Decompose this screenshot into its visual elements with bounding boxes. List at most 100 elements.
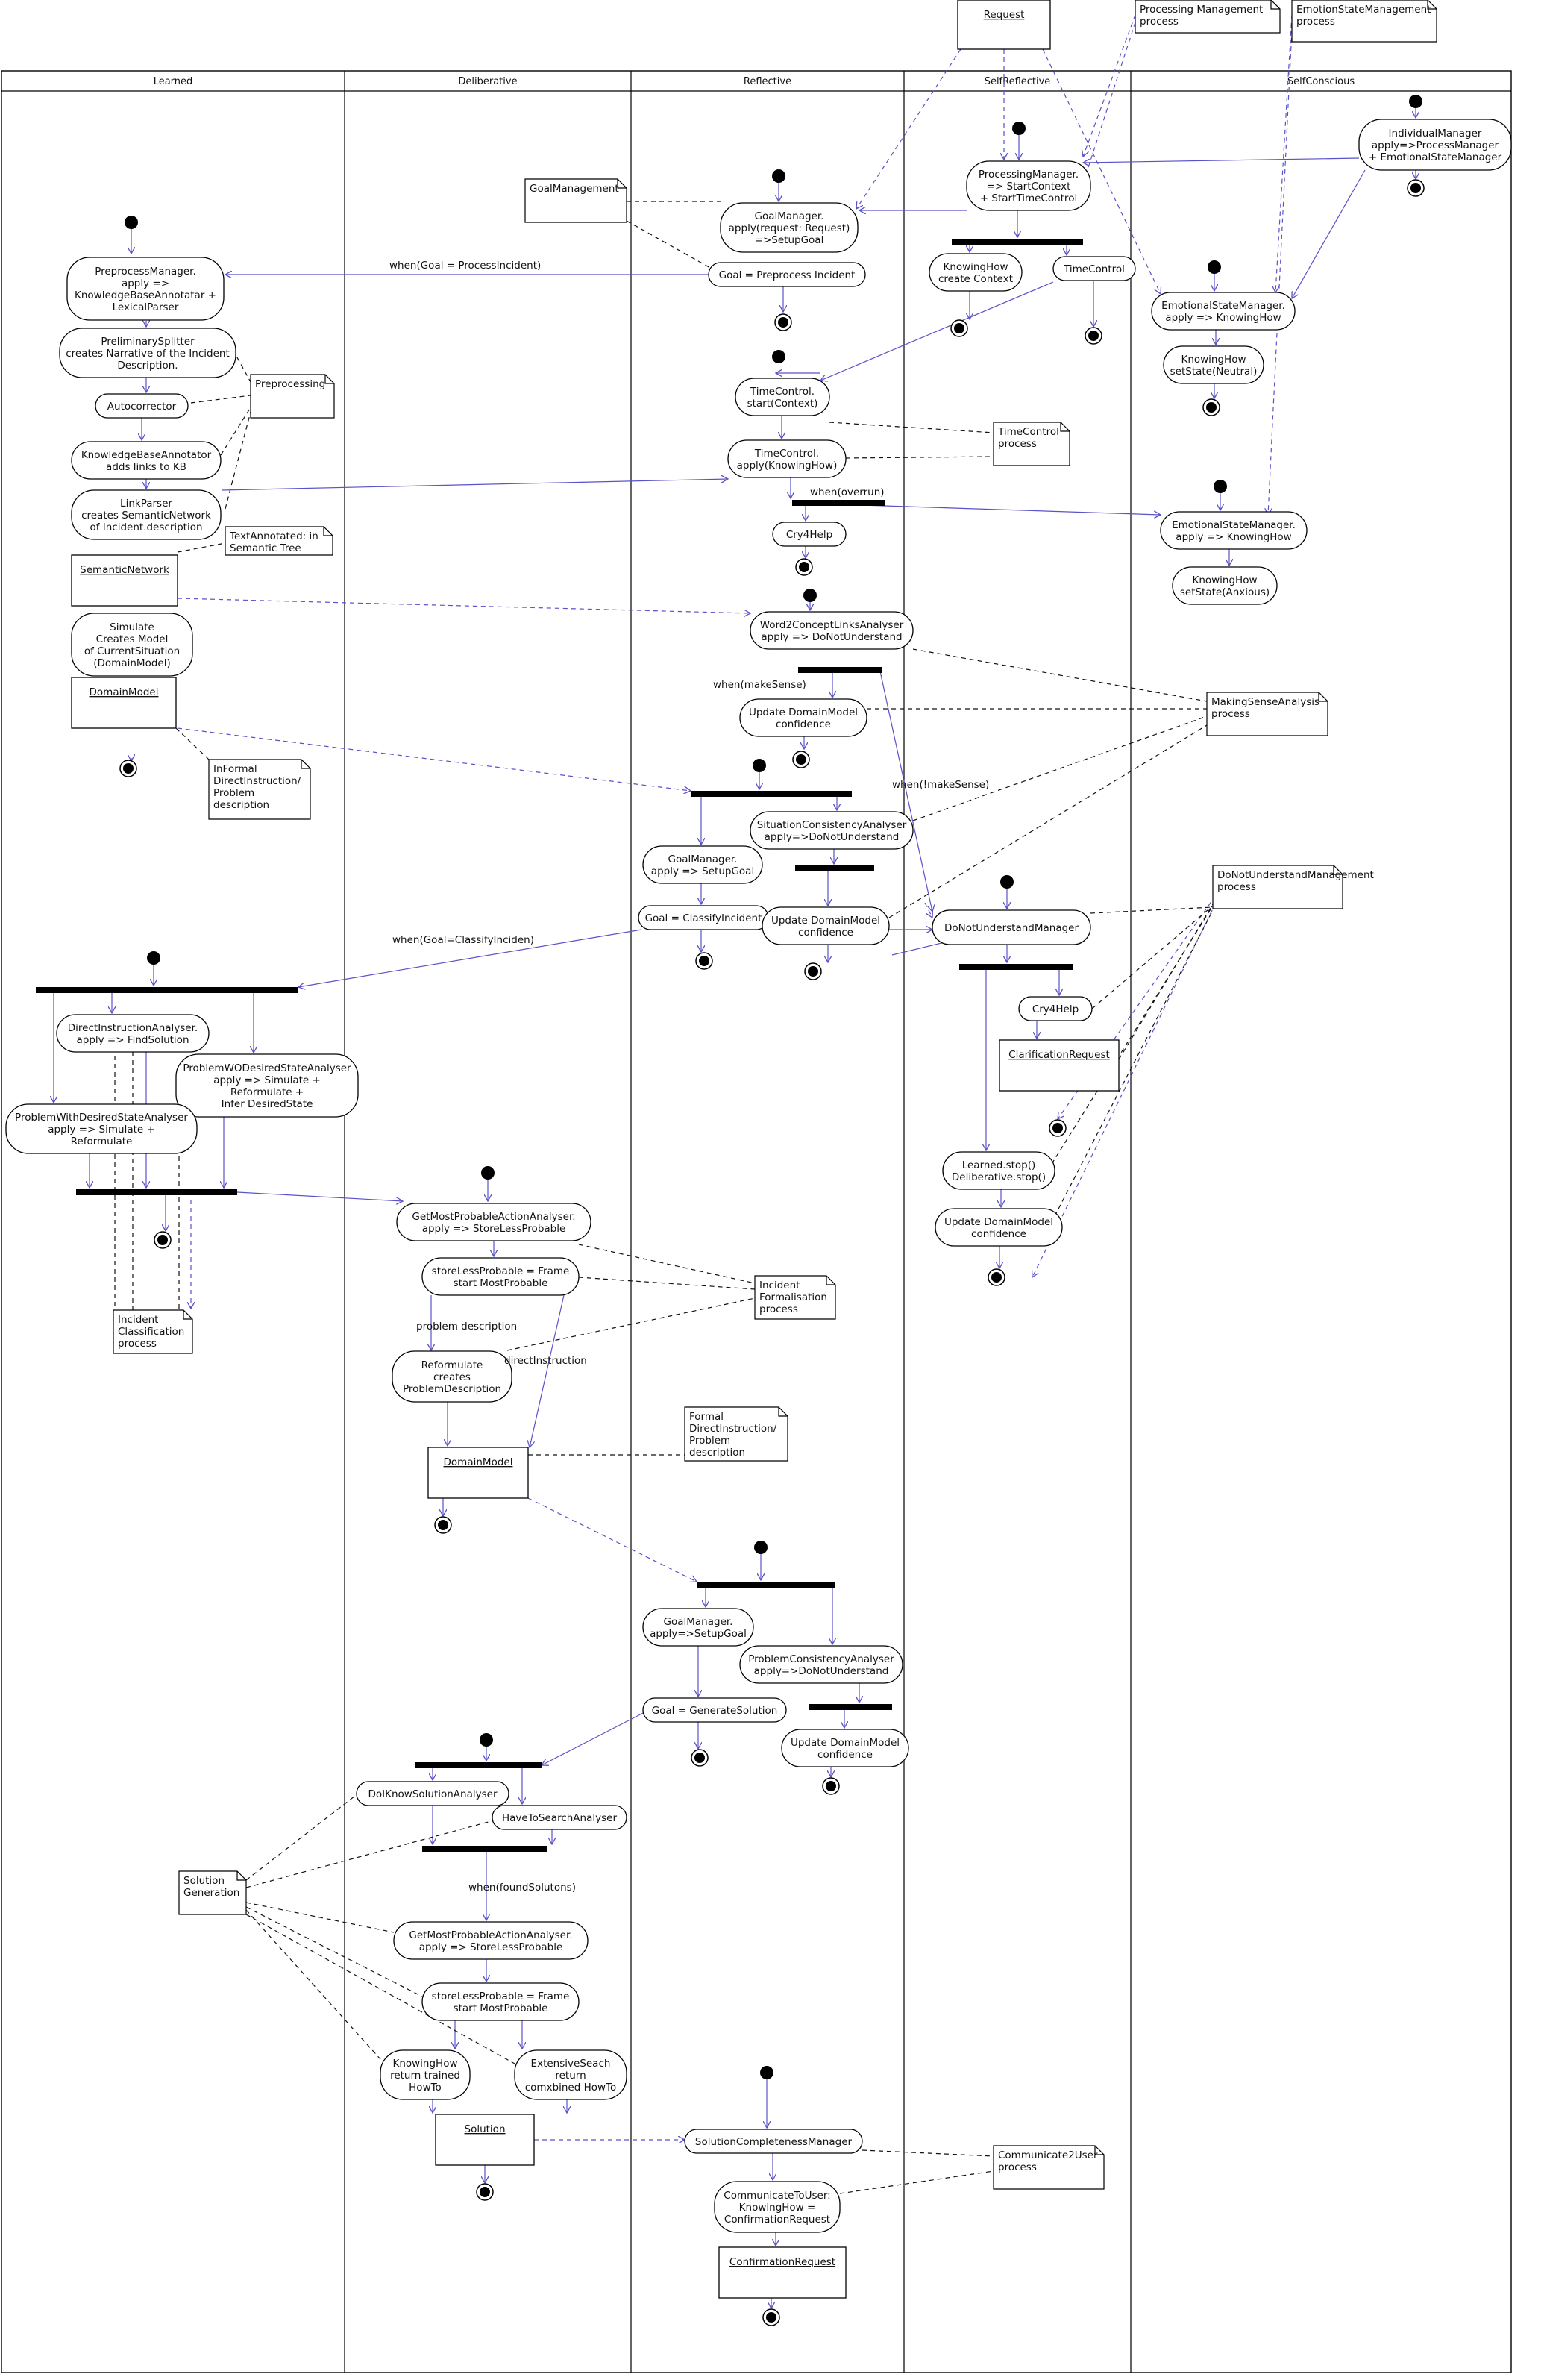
note-link-edge — [245, 1902, 395, 1933]
activity-shape — [642, 845, 763, 884]
activity-label: LinkParser — [120, 498, 172, 510]
end-node-dot — [808, 966, 818, 977]
note-label: Communicate2User — [998, 2149, 1098, 2161]
start-node — [772, 169, 785, 183]
control-flow-edge — [879, 671, 932, 912]
activity-label: confidence — [776, 718, 831, 730]
activity-shape — [95, 393, 189, 419]
activity-label: (DomainModel) — [93, 657, 170, 669]
note-label: Formalisation — [759, 1291, 827, 1303]
start-node — [481, 1166, 495, 1180]
activity-label: apply(KnowingHow) — [737, 460, 838, 472]
activity-label: apply=>DoNotUnderstand — [754, 1665, 889, 1677]
activity-label: creates Narrative of the Incident — [66, 348, 230, 360]
end-node — [774, 313, 792, 331]
activity-label: ProcessingManager. — [979, 169, 1079, 181]
diagram-frame — [1, 70, 1512, 2373]
activity-label: TimeControl — [1063, 263, 1125, 275]
end-node — [1407, 179, 1425, 197]
sync-bar — [697, 1582, 835, 1588]
activity-label: Goal = ClassifyIncident — [645, 912, 762, 924]
note-goal-management: GoalManagement — [524, 178, 627, 223]
activity-label: GetMostProbableActionAnalyser. — [412, 1211, 575, 1223]
note-link-edge — [506, 1297, 756, 1351]
lane-title-deliberative: Deliberative — [458, 76, 517, 87]
start-node — [480, 1733, 493, 1747]
activity-shape — [720, 202, 859, 253]
note-link-edge — [177, 542, 226, 553]
lane-title-selfconscious: SelfConscious — [1287, 76, 1355, 87]
activity-label: setState(Anxious) — [1180, 586, 1270, 598]
object-flow-edge — [1042, 48, 1161, 294]
note-link-edge — [1090, 906, 1214, 914]
sync-bar — [422, 1846, 547, 1852]
activity-label: KnowingHow — [392, 2058, 457, 2070]
activity-shape — [929, 253, 1023, 292]
note-preprocessing: Preprocessing — [250, 374, 335, 419]
note-link-edge — [245, 1906, 423, 1997]
object-shape — [957, 0, 1051, 50]
end-node-dot — [1088, 331, 1099, 341]
activity-nodes: PreprocessManager.apply =>KnowledgeBaseA… — [5, 119, 1512, 2233]
activity-label: DoNotUnderstandManager — [944, 922, 1079, 934]
activity-label: SituationConsistencyAnalyser — [757, 819, 907, 831]
activity-shape — [1358, 119, 1512, 171]
sync-bar — [959, 964, 1073, 970]
note-link-edge — [839, 2170, 994, 2194]
activity-label: storeLessProbable = Frame — [432, 1991, 570, 2002]
activity-shape — [781, 1729, 909, 1767]
activity-have-to-search: HaveToSearchAnalyser — [492, 1805, 627, 1830]
object-flow-edge — [177, 598, 750, 613]
activity-shape — [735, 378, 830, 416]
end-node — [822, 1777, 840, 1795]
note-label: process — [759, 1303, 798, 1315]
activity-label: LexicalParser — [113, 301, 179, 313]
start-node — [1409, 95, 1422, 108]
note-label: Incident — [759, 1280, 800, 1291]
activity-label: Goal = GenerateSolution — [652, 1705, 778, 1717]
activity-solution-completeness: SolutionCompletenessManager — [684, 2129, 863, 2154]
activity-shape — [935, 1208, 1063, 1247]
note-shape — [993, 2145, 1105, 2190]
activity-cry4help-2: Cry4Help — [1018, 996, 1093, 1021]
activity-label: apply => FindSolution — [76, 1034, 189, 1046]
activity-timecontrol: TimeControl — [1052, 256, 1136, 281]
activity-label: Deliberative.stop() — [952, 1171, 1046, 1183]
note-label: Classification — [118, 1326, 184, 1338]
note-label: GoalManagement — [530, 183, 619, 195]
end-node — [1202, 398, 1220, 416]
control-flow-edge — [530, 1294, 565, 1447]
activity-shape — [492, 1805, 627, 1830]
activity-label: Learned.stop() — [962, 1159, 1036, 1171]
object-flow-edge — [177, 727, 691, 791]
end-node — [762, 2308, 780, 2326]
control-flow-edge — [1292, 169, 1366, 298]
note-label: Semantic Tree — [230, 542, 301, 554]
activity-label: return trained — [390, 2070, 460, 2082]
activity-label: apply => SetupGoal — [651, 865, 754, 877]
note-label: TimeControl — [997, 426, 1059, 438]
note-shape — [684, 1406, 788, 1462]
end-node-dot — [991, 1272, 1002, 1283]
activity-label: confidence — [798, 927, 853, 939]
activity-goal-manager-1: GoalManager.apply(request: Request)=>Set… — [720, 202, 859, 253]
activity-shape — [708, 262, 866, 287]
object-request: Request — [957, 0, 1051, 50]
end-node — [1085, 327, 1102, 345]
activity-emotional-2: EmotionalStateManager.apply => KnowingHo… — [1160, 511, 1308, 550]
end-node-dot — [699, 956, 709, 966]
activity-label: Reformulate — [71, 1136, 133, 1147]
activity-label: Simulate — [110, 621, 154, 633]
object-shape — [718, 2246, 847, 2299]
activity-label: KnowledgeBaseAnnotatar + — [75, 289, 216, 301]
object-domain-model-2: DomainModel — [427, 1447, 529, 1499]
activity-label: creates SemanticNetwork — [81, 510, 211, 522]
activity-label: apply => StoreLessProbable — [422, 1223, 566, 1235]
note-link-edge — [626, 220, 712, 269]
activity-label: HowTo — [409, 2082, 442, 2094]
object-flow-edge — [856, 48, 961, 209]
